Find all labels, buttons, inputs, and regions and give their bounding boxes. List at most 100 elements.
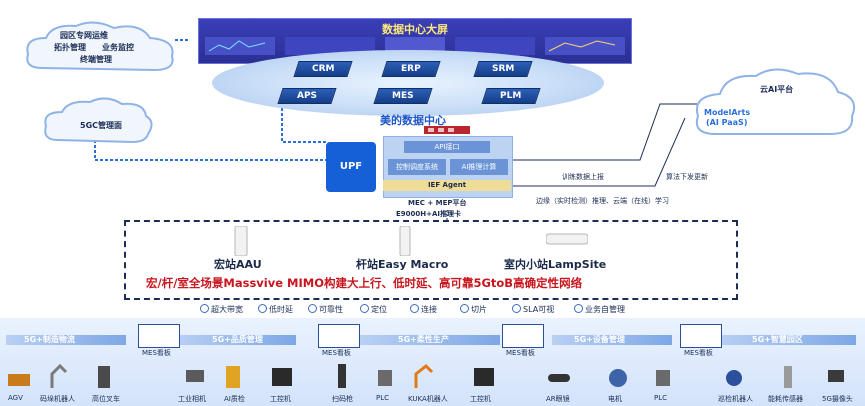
system-mes-label: MES <box>392 91 414 101</box>
device-5g-camera: 5G摄像头 <box>822 395 853 403</box>
band-logistics: 5G+制造物流 <box>24 335 75 344</box>
headline: 宏/杆/室全场景Massvive MIMO构建大上行、低时延、高可靠5GtoB高… <box>146 276 583 290</box>
cloud-park-ops-item-1: 拓扑管理 <box>54 43 86 52</box>
feature-connection: 连接 <box>410 304 437 315</box>
system-aps-label: APS <box>296 91 318 101</box>
cloud-ai-title: 云AI平台 <box>760 85 794 94</box>
band-equipment: 5G+设备管理 <box>574 335 625 344</box>
mes-board-2 <box>318 324 360 348</box>
ai-inference-box: AI推理计算 <box>450 159 508 175</box>
mec-platform-label: MEC + MEP平台 <box>408 199 467 207</box>
cloud-ai-label-1: ModelArts <box>704 108 751 117</box>
feature-latency-label: 低时延 <box>269 305 293 314</box>
mes-board-3 <box>502 324 544 348</box>
station-lampsite: 室内小站LampSite <box>504 258 607 271</box>
note-edge-cloud: 边缘（实时检测）推理、云端（在线）学习 <box>536 197 669 205</box>
device-energy-sensor: 能耗传感器 <box>768 395 803 403</box>
aau-icon <box>234 226 248 256</box>
easy-macro-icon <box>399 226 411 256</box>
cloud-ai-platform <box>695 68 856 135</box>
feature-slicing: 切片 <box>460 304 487 315</box>
device-kuka-robot: KUKA机器人 <box>408 395 448 403</box>
band-arrow-1 <box>6 335 126 345</box>
system-aps: APS <box>277 88 337 104</box>
system-mes: MES <box>373 88 433 104</box>
band-arrow-2 <box>176 335 296 345</box>
cloud-ai-label-2: (AI PaaS) <box>706 118 748 127</box>
ief-agent: IEF Agent <box>383 180 511 191</box>
cloud-park-ops-item-2: 业务监控 <box>102 43 134 52</box>
band-smart-park: 5G+智慧园区 <box>752 335 803 344</box>
cloud-park-ops <box>26 21 174 72</box>
control-scheduling-box: 控制调度系统 <box>388 159 446 175</box>
device-ai-inspection: AI质检 <box>224 395 245 403</box>
device-agv: AGV <box>8 394 23 402</box>
band-arrow-3 <box>360 335 500 345</box>
system-srm-label: SRM <box>491 64 515 74</box>
mes-board-1 <box>138 324 180 348</box>
system-crm-label: CRM <box>311 64 335 74</box>
device-motor: 电机 <box>608 395 622 403</box>
feature-latency: 低时延 <box>258 304 293 315</box>
cloud-park-ops-item-3: 终端管理 <box>80 55 112 64</box>
api-interface: API接口 <box>404 141 490 153</box>
band-flexible: 5G+柔性生产 <box>398 335 449 344</box>
feature-positioning-label: 定位 <box>371 305 387 314</box>
system-erp: ERP <box>381 61 441 77</box>
cloud-5gc-title: 5GC管理面 <box>80 121 123 130</box>
note-download: 算法下发更新 <box>666 173 708 181</box>
device-patrol-robot: 巡检机器人 <box>718 395 753 403</box>
mes-label-3: MES看板 <box>506 349 535 357</box>
bandwidth-icon <box>200 304 209 313</box>
system-srm: SRM <box>473 61 533 77</box>
feature-connection-label: 连接 <box>421 305 437 314</box>
system-plm: PLM <box>481 88 541 104</box>
feature-bandwidth-label: 超大带宽 <box>211 305 243 314</box>
device-forklift: 高位叉车 <box>92 395 120 403</box>
stations-box <box>124 220 738 300</box>
band-quality: 5G+品质管理 <box>212 335 263 344</box>
feature-reliability: 可靠性 <box>308 304 343 315</box>
sla-icon <box>512 304 521 313</box>
slicing-icon <box>460 304 469 313</box>
system-erp-label: ERP <box>401 64 421 74</box>
note-upload: 训练数据上报 <box>562 173 604 181</box>
latency-icon <box>258 304 267 313</box>
cloud-5gc-mgmt <box>44 97 153 144</box>
datacenter-title: 美的数据中心 <box>380 114 446 127</box>
device-plc-2: PLC <box>654 394 668 402</box>
system-plm-label: PLM <box>500 91 522 101</box>
device-plc-1: PLC <box>376 394 390 402</box>
feature-bandwidth: 超大带宽 <box>200 304 243 315</box>
feature-positioning: 定位 <box>360 304 387 315</box>
mec-hardware-label: E9000H+AI推理卡 <box>396 210 462 218</box>
device-scanner: 扫码枪 <box>332 395 353 403</box>
self-mgmt-icon <box>574 304 583 313</box>
station-aau: 宏站AAU <box>214 258 262 271</box>
device-industrial-camera: 工业相机 <box>178 395 206 403</box>
mes-label-1: MES看板 <box>142 349 171 357</box>
feature-self-mgmt: 业务自管理 <box>574 304 625 315</box>
feature-reliability-label: 可靠性 <box>319 305 343 314</box>
reliability-icon <box>308 304 317 313</box>
enterprise-systems-platform <box>212 50 604 116</box>
feature-sla: SLA可视 <box>512 304 554 315</box>
feature-slicing-label: 切片 <box>471 305 487 314</box>
router-icon <box>424 126 470 134</box>
device-ar-glasses: AR眼镜 <box>546 395 570 403</box>
lampsite-icon <box>546 233 588 245</box>
mes-label-2: MES看板 <box>322 349 351 357</box>
device-palletizing-robot: 码垛机器人 <box>40 395 75 403</box>
big-screen-title: 数据中心大屏 <box>382 23 448 36</box>
device-ipc-2: 工控机 <box>470 395 491 403</box>
upf-block: UPF <box>326 142 376 192</box>
feature-self-mgmt-label: 业务自管理 <box>585 305 625 314</box>
system-crm: CRM <box>293 61 353 77</box>
device-ipc-1: 工控机 <box>270 395 291 403</box>
positioning-icon <box>360 304 369 313</box>
connection-icon <box>410 304 419 313</box>
band-arrow-5 <box>716 335 856 345</box>
band-arrow-4 <box>552 335 672 345</box>
mes-board-4 <box>680 324 722 348</box>
mes-label-4: MES看板 <box>684 349 713 357</box>
